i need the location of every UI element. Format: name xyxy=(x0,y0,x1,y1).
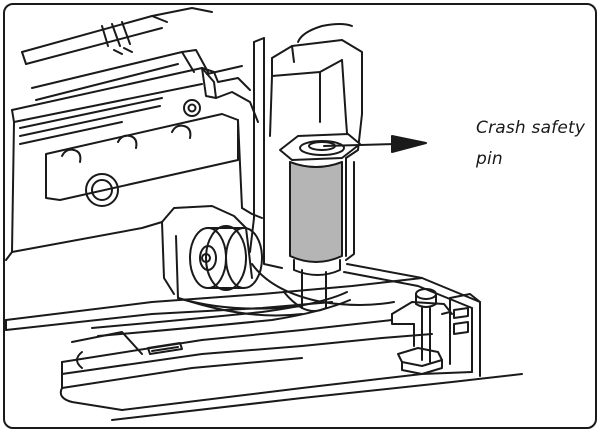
crash-safety-pin-label: Crash safety pin xyxy=(476,118,586,169)
base-plate xyxy=(5,263,523,421)
callout-arrow xyxy=(323,135,427,153)
roller-wheel xyxy=(161,205,395,317)
crash-safety-pin xyxy=(279,133,361,312)
figure-frame: Crash safety pin xyxy=(3,3,597,429)
post-frame xyxy=(249,23,363,269)
housing-frame xyxy=(5,7,263,261)
clamp-bracket xyxy=(391,288,481,375)
mechanical-illustration xyxy=(5,7,523,421)
